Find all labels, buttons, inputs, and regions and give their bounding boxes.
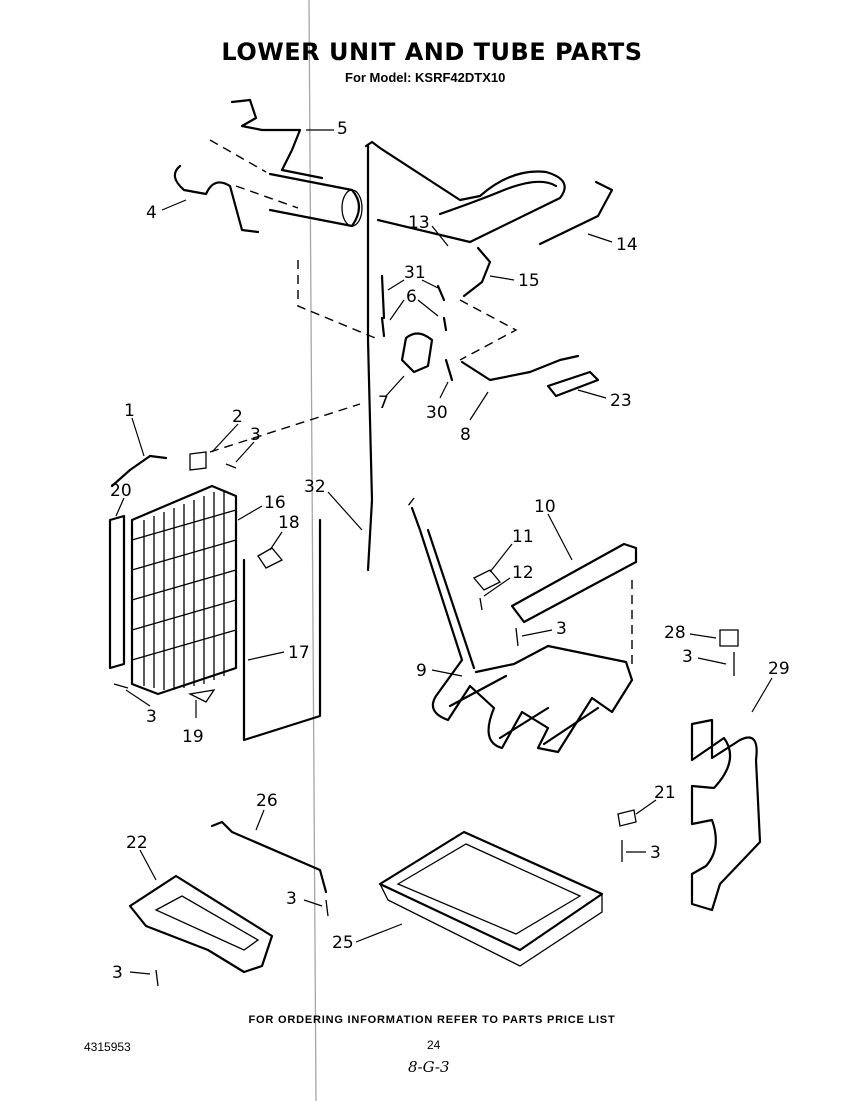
callout-group: 5 4 13 14 15 31 6 7 30 8 23 1 2 3 20 16 … xyxy=(110,119,790,983)
callout-15: 15 xyxy=(518,271,540,291)
callout-14: 14 xyxy=(616,235,638,255)
part-14-tube xyxy=(538,180,614,246)
part-31-pin-b xyxy=(436,284,446,302)
part-9-defrost-heater-return xyxy=(426,528,600,746)
part-12-screw xyxy=(479,597,483,611)
handwritten-note: 8-G-3 xyxy=(408,1058,450,1076)
part-3-screw-c xyxy=(515,627,519,647)
callout-18: 18 xyxy=(278,513,300,533)
callout-12: 12 xyxy=(512,563,534,583)
part-18-clip xyxy=(257,547,284,569)
callout-19: 19 xyxy=(182,727,204,747)
condenser-end xyxy=(341,189,363,227)
part-10-bracket xyxy=(510,542,638,624)
part-32-tube xyxy=(366,144,374,572)
callout-3: 3 xyxy=(286,889,297,909)
part-4-tube xyxy=(173,164,260,234)
part-3-screw-b xyxy=(113,683,129,689)
callout-3: 3 xyxy=(146,707,157,727)
part-3-screw-a xyxy=(225,463,237,469)
scan-fold-line xyxy=(308,0,317,1101)
callout-9: 9 xyxy=(416,661,427,681)
part-8-tube xyxy=(460,354,580,382)
part-23-strip xyxy=(546,370,600,398)
callout-16: 16 xyxy=(264,493,286,513)
hidden-line-a xyxy=(297,260,381,341)
callout-8: 8 xyxy=(460,425,471,445)
callout-29: 29 xyxy=(768,659,790,679)
callout-6: 6 xyxy=(406,287,417,307)
callout-11: 11 xyxy=(512,527,534,547)
callout-4: 4 xyxy=(146,203,157,223)
ordering-note: FOR ORDERING INFORMATION REFER TO PARTS … xyxy=(248,1014,616,1026)
part-11-clip xyxy=(472,569,502,591)
page-number: 24 xyxy=(427,1038,441,1052)
callout-3: 3 xyxy=(682,647,693,667)
callout-13: 13 xyxy=(408,213,430,233)
callout-28: 28 xyxy=(664,623,686,643)
callout-17: 17 xyxy=(288,643,310,663)
callout-5: 5 xyxy=(337,119,348,139)
page-title: LOWER UNIT AND TUBE PARTS xyxy=(221,38,643,66)
part-9-defrost-heater xyxy=(410,506,634,754)
callout-1: 1 xyxy=(124,401,135,421)
document-number: 4315953 xyxy=(84,1040,131,1054)
part-26-rod xyxy=(210,820,328,894)
part-21-clip xyxy=(617,809,637,827)
callout-2: 2 xyxy=(232,407,243,427)
callout-26: 26 xyxy=(256,791,278,811)
hidden-line-b xyxy=(235,185,299,209)
hidden-line-e xyxy=(209,403,361,453)
callout-32: 32 xyxy=(304,477,326,497)
part-3-screw-f xyxy=(325,899,329,917)
callout-22: 22 xyxy=(126,833,148,853)
hidden-line-d xyxy=(209,139,267,173)
part-25-rim xyxy=(379,883,603,967)
part-31-pin-a xyxy=(380,274,386,320)
part-13-loop xyxy=(438,180,558,216)
part-20-bracket xyxy=(108,514,126,670)
callout-10: 10 xyxy=(534,497,556,517)
condenser-tube xyxy=(268,172,361,228)
part-13-tube xyxy=(364,140,566,244)
callout-3: 3 xyxy=(250,425,261,445)
part-22-inner xyxy=(154,895,260,951)
part-15-tube xyxy=(462,246,492,298)
model-subtitle: For Model: KSRF42DTX10 xyxy=(345,70,506,85)
part-25-drain-pan-inner xyxy=(396,843,582,935)
callout-7: 7 xyxy=(378,393,389,413)
part-6-fitting-b xyxy=(442,316,448,332)
part-17-heater xyxy=(242,518,322,742)
part-29-harness xyxy=(690,718,762,912)
callout-3: 3 xyxy=(650,843,661,863)
part-28-clip xyxy=(719,629,739,647)
part-30-tube xyxy=(444,358,454,382)
part-3-screw-g xyxy=(155,969,159,987)
callout-21: 21 xyxy=(654,783,676,803)
part-2-clip xyxy=(189,451,207,471)
part-22-drain-trough xyxy=(128,874,274,974)
hidden-line-g xyxy=(407,497,415,507)
hidden-line-c xyxy=(459,299,518,361)
part-5-tube xyxy=(230,98,324,180)
callout-3: 3 xyxy=(556,619,567,639)
callout-25: 25 xyxy=(332,933,354,953)
callout-3: 3 xyxy=(112,963,123,983)
part-7-valve xyxy=(400,332,434,374)
part-16-evaporator xyxy=(130,484,238,696)
callout-23: 23 xyxy=(610,391,632,411)
part-19-clip xyxy=(187,689,216,703)
callout-20: 20 xyxy=(110,481,132,501)
part-6-fitting-a xyxy=(380,316,386,338)
callout-31: 31 xyxy=(404,263,426,283)
callout-30: 30 xyxy=(426,403,448,423)
part-1-harness xyxy=(110,454,168,488)
